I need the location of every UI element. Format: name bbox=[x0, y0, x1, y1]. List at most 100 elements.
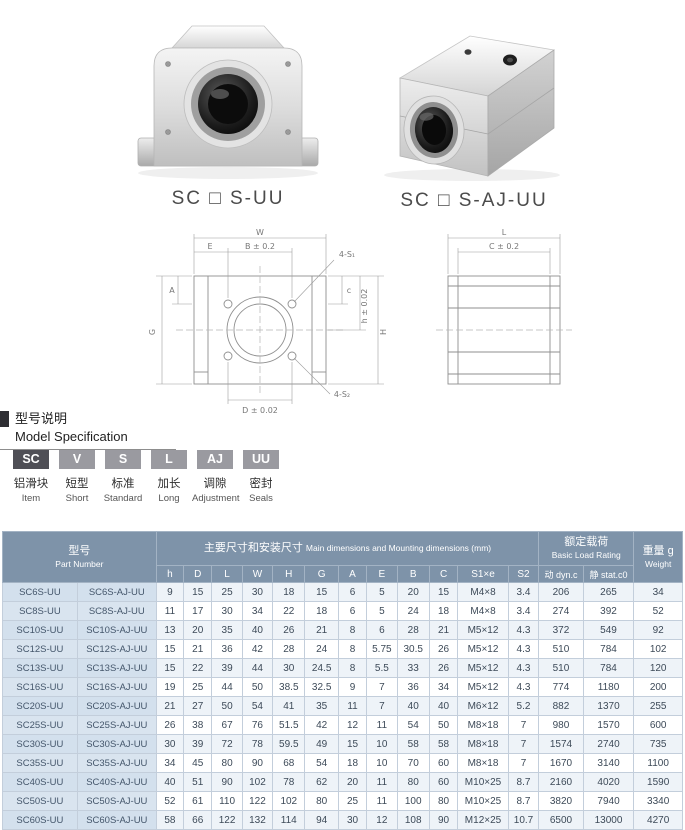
part-number-cell: SC10S-AJ-UU bbox=[76, 620, 157, 640]
value-cell: 30 bbox=[241, 582, 274, 602]
dim-label-b: B ± 0.2 bbox=[245, 242, 275, 251]
value-cell: 67 bbox=[211, 715, 243, 735]
dim-label-l: L bbox=[502, 228, 507, 237]
value-cell: 1100 bbox=[633, 753, 683, 773]
legend-code-box: AJ bbox=[197, 450, 233, 469]
value-cell: 80 bbox=[428, 791, 459, 811]
value-cell: 108 bbox=[396, 810, 430, 830]
value-cell: 21 bbox=[155, 696, 185, 716]
value-cell: 40 bbox=[396, 696, 430, 716]
value-cell: M5×12 bbox=[457, 620, 509, 640]
value-cell: 25 bbox=[211, 582, 243, 602]
value-cell: 7 bbox=[507, 715, 540, 735]
value-cell: 15 bbox=[337, 734, 368, 754]
dim-label-g: G bbox=[148, 329, 157, 335]
technical-drawing-side-view: L C ± 0.2 bbox=[436, 228, 572, 385]
value-cell: 1370 bbox=[582, 696, 635, 716]
value-cell: M6×12 bbox=[457, 696, 509, 716]
value-cell: 11 bbox=[337, 696, 368, 716]
value-cell: 62 bbox=[304, 772, 339, 792]
part-number-cell: SC30S-UU bbox=[2, 734, 78, 754]
dim-label-4s1: 4-S₁ bbox=[339, 250, 355, 259]
legend-code-box: S bbox=[105, 450, 141, 469]
part-number-cell: SC6S-AJ-UU bbox=[76, 582, 157, 602]
value-cell: 4.3 bbox=[507, 658, 540, 678]
bearing-block-shape bbox=[384, 35, 560, 181]
value-cell: 255 bbox=[633, 696, 683, 716]
value-cell: 18 bbox=[304, 601, 339, 621]
value-cell: 94 bbox=[304, 810, 339, 830]
product-photo-sc-s-uu: SC □ S-UU bbox=[126, 10, 330, 210]
value-cell: 11 bbox=[155, 601, 185, 621]
col-header-h: H bbox=[272, 565, 306, 583]
col-header-b: B bbox=[396, 565, 430, 583]
value-cell: 4.3 bbox=[507, 677, 540, 697]
value-cell: 52 bbox=[633, 601, 683, 621]
value-cell: 102 bbox=[272, 791, 306, 811]
value-cell: 3.4 bbox=[507, 582, 540, 602]
value-cell: 76 bbox=[241, 715, 274, 735]
value-cell: 20 bbox=[337, 772, 368, 792]
col-header-g: G bbox=[304, 565, 339, 583]
value-cell: 54 bbox=[304, 753, 339, 773]
value-cell: 274 bbox=[538, 601, 584, 621]
part-number-cell: SC25S-AJ-UU bbox=[76, 715, 157, 735]
legend-label-zh: 调隙 bbox=[203, 478, 227, 490]
value-cell: 26 bbox=[272, 620, 306, 640]
dim-label-d: D ± 0.02 bbox=[242, 406, 278, 415]
drawing-geometry bbox=[447, 275, 561, 385]
legend-code-box: L bbox=[151, 450, 187, 469]
legend-label-en: Item bbox=[21, 493, 41, 504]
value-cell: 34 bbox=[633, 582, 683, 602]
value-cell: 2160 bbox=[538, 772, 584, 792]
legend-code-box: V bbox=[59, 450, 95, 469]
legend-label-zh: 短型 bbox=[65, 478, 89, 490]
center-lines bbox=[176, 266, 344, 394]
value-cell: M8×18 bbox=[457, 734, 509, 754]
section-title-zh: 型号说明 bbox=[15, 411, 68, 426]
value-cell: M8×18 bbox=[457, 753, 509, 773]
value-cell: M4×8 bbox=[457, 601, 509, 621]
value-cell: M10×25 bbox=[457, 772, 509, 792]
dim-label-c2: C ± 0.2 bbox=[489, 242, 519, 251]
value-cell: 38.5 bbox=[272, 677, 306, 697]
value-cell: 78 bbox=[241, 734, 274, 754]
part-number-cell: SC10S-UU bbox=[2, 620, 78, 640]
col-header-load-sub: 静 stat.c0 bbox=[582, 565, 635, 583]
col-header-part-number: 型号 Part Number bbox=[2, 531, 157, 583]
value-cell: 58 bbox=[428, 734, 459, 754]
value-cell: 7 bbox=[507, 753, 540, 773]
value-cell: 3340 bbox=[633, 791, 683, 811]
technical-drawing-front-view: W B ± 0.2 E 4-S₁ c h ± 0.02 H A G D ± 0.… bbox=[148, 228, 388, 415]
value-cell: 6 bbox=[337, 582, 368, 602]
value-cell: 21 bbox=[304, 620, 339, 640]
legend-code-box: SC bbox=[13, 450, 49, 469]
value-cell: 2740 bbox=[582, 734, 635, 754]
value-cell: M12×25 bbox=[457, 810, 509, 830]
value-cell: 11 bbox=[366, 791, 398, 811]
value-cell: 58 bbox=[396, 734, 430, 754]
value-cell: 8 bbox=[337, 620, 368, 640]
value-cell: 54 bbox=[396, 715, 430, 735]
value-cell: 12 bbox=[337, 715, 368, 735]
value-cell: 60 bbox=[428, 753, 459, 773]
section-title-en: Model Specification bbox=[15, 429, 128, 444]
dims-header-zh: 主要尺寸和安装尺寸 bbox=[203, 541, 303, 554]
value-cell: 49 bbox=[304, 734, 339, 754]
value-cell: 9 bbox=[155, 582, 185, 602]
value-cell: 10.7 bbox=[507, 810, 540, 830]
value-cell: 54 bbox=[241, 696, 274, 716]
value-cell: M5×12 bbox=[457, 639, 509, 659]
value-cell: 12 bbox=[366, 810, 398, 830]
dim-label-h: h ± 0.02 bbox=[360, 289, 369, 324]
value-cell: 510 bbox=[538, 658, 584, 678]
value-cell: 40 bbox=[155, 772, 185, 792]
value-cell: 102 bbox=[241, 772, 274, 792]
value-cell: M5×12 bbox=[457, 658, 509, 678]
dim-label-e: E bbox=[207, 242, 212, 251]
part-number-cell: SC50S-AJ-UU bbox=[76, 791, 157, 811]
